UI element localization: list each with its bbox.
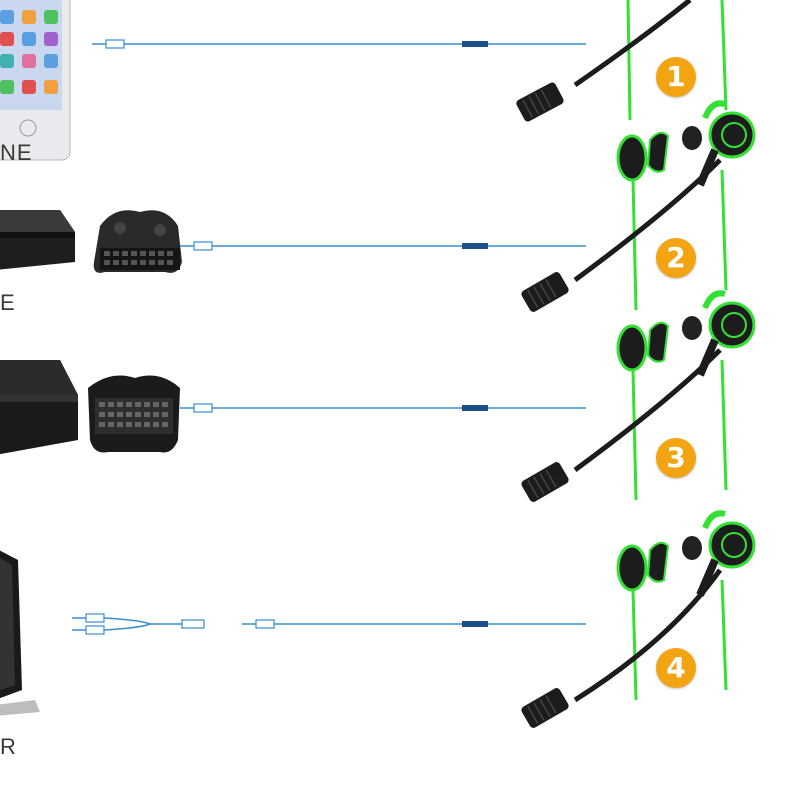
ps4-controller-keyboard-icon (88, 375, 180, 453)
gaming-earbuds-icon (521, 100, 756, 728)
cable-row-4 (242, 619, 586, 629)
cable-row-1 (92, 39, 586, 49)
device-label-pc: R (0, 734, 17, 759)
green-wires (626, 0, 728, 701)
step-badge-3: 3 (656, 438, 696, 478)
splitter-cable-icon (72, 613, 205, 635)
xbox-controller-keyboard-icon (93, 210, 182, 273)
device-label-phone: NE (0, 140, 33, 165)
step-badge-2: 2 (656, 238, 696, 278)
step-badge-1: 1 (656, 57, 696, 97)
phone-icon (0, 0, 71, 161)
cable-row-2 (180, 241, 586, 251)
pc-monitor-icon (0, 550, 40, 716)
device-label-xbox: E (0, 290, 16, 315)
cable-row-3 (180, 403, 586, 413)
xbox-console-icon (0, 210, 75, 270)
step-badge-4: 4 (656, 648, 696, 688)
boom-microphone-icon (516, 0, 692, 122)
ps4-console-icon (0, 360, 78, 455)
